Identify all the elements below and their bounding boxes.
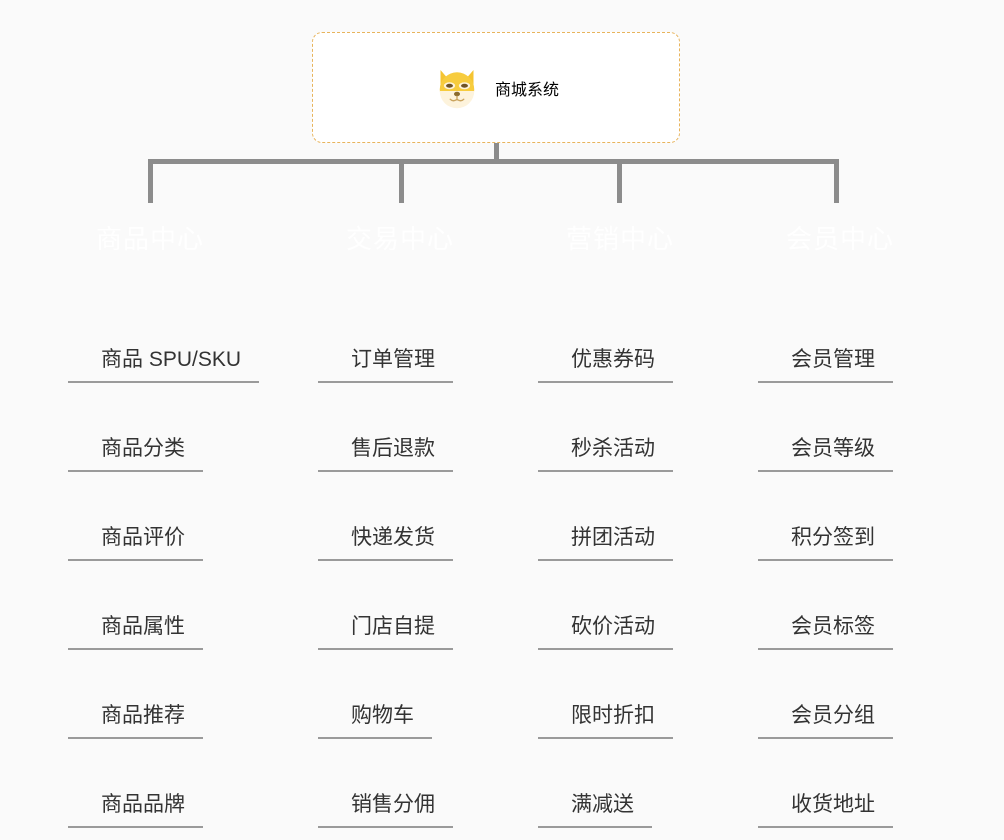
leaf-list-3: 优惠券码 秒杀活动 拼团活动 砍价活动 限时折扣 满减送 <box>527 271 713 828</box>
leaf-item[interactable]: 秒杀活动 <box>527 383 713 472</box>
dog-face-icon <box>433 64 481 112</box>
leaf-item[interactable]: 拼团活动 <box>527 472 713 561</box>
category-column-2: 交易中心 订单管理 售后退款 快递发货 门店自提 购物车 销售分佣 <box>307 203 493 828</box>
leaf-label: 会员等级 <box>758 436 893 472</box>
leaf-item[interactable]: 商品评价 <box>57 472 243 561</box>
connector-drop-1 <box>148 159 153 203</box>
category-header-1[interactable]: 商品中心 <box>95 223 204 254</box>
leaf-item[interactable]: 商品属性 <box>57 561 243 650</box>
leaf-item[interactable]: 销售分佣 <box>307 739 493 828</box>
leaf-label: 砍价活动 <box>538 614 673 650</box>
leaf-label: 商品分类 <box>68 436 203 472</box>
leaf-label: 售后退款 <box>318 436 453 472</box>
category-column-4: 会员中心 会员管理 会员等级 积分签到 会员标签 会员分组 收货地址 <box>747 203 933 828</box>
leaf-label: 积分签到 <box>758 525 893 561</box>
leaf-list-4: 会员管理 会员等级 积分签到 会员标签 会员分组 收货地址 <box>747 271 933 828</box>
leaf-label: 会员管理 <box>758 347 893 383</box>
leaf-label: 满减送 <box>538 792 652 828</box>
leaf-item[interactable]: 砍价活动 <box>527 561 713 650</box>
leaf-label: 商品评价 <box>68 525 203 561</box>
connector-horizontal-bus <box>149 159 838 164</box>
leaf-item[interactable]: 购物车 <box>307 650 493 739</box>
connector-drop-3 <box>617 159 622 203</box>
leaf-item[interactable]: 订单管理 <box>307 294 493 383</box>
leaf-item[interactable]: 售后退款 <box>307 383 493 472</box>
leaf-item[interactable]: 会员分组 <box>747 650 933 739</box>
category-header-3[interactable]: 营销中心 <box>565 223 674 254</box>
leaf-label: 门店自提 <box>318 614 453 650</box>
leaf-item[interactable]: 快递发货 <box>307 472 493 561</box>
leaf-item[interactable]: 收货地址 <box>747 739 933 828</box>
leaf-label: 拼团活动 <box>538 525 673 561</box>
root-node[interactable]: 商城系统 <box>312 32 680 143</box>
category-column-3: 营销中心 优惠券码 秒杀活动 拼团活动 砍价活动 限时折扣 满减送 <box>527 203 713 828</box>
leaf-label: 限时折扣 <box>538 703 673 739</box>
leaf-label: 购物车 <box>318 703 432 739</box>
leaf-item[interactable]: 优惠券码 <box>527 294 713 383</box>
leaf-label: 会员分组 <box>758 703 893 739</box>
leaf-item[interactable]: 会员管理 <box>747 294 933 383</box>
category-header-2[interactable]: 交易中心 <box>345 223 454 254</box>
leaf-label: 秒杀活动 <box>538 436 673 472</box>
category-column-1: 商品中心 商品 SPU/SKU 商品分类 商品评价 商品属性 商品推荐 商品品牌 <box>57 203 260 828</box>
leaf-item[interactable]: 商品推荐 <box>57 650 243 739</box>
leaf-item[interactable]: 商品品牌 <box>57 739 243 828</box>
leaf-list-2: 订单管理 售后退款 快递发货 门店自提 购物车 销售分佣 <box>307 271 493 828</box>
leaf-label: 商品品牌 <box>68 792 203 828</box>
leaf-label: 商品 SPU/SKU <box>68 347 260 383</box>
leaf-item[interactable]: 积分签到 <box>747 472 933 561</box>
category-header-4[interactable]: 会员中心 <box>785 223 894 254</box>
leaf-label: 商品属性 <box>68 614 203 650</box>
leaf-label: 快递发货 <box>318 525 453 561</box>
leaf-item[interactable]: 会员等级 <box>747 383 933 472</box>
connector-drop-4 <box>834 159 839 203</box>
leaf-list-1: 商品 SPU/SKU 商品分类 商品评价 商品属性 商品推荐 商品品牌 <box>57 271 260 828</box>
leaf-label: 订单管理 <box>318 347 453 383</box>
connector-drop-2 <box>399 159 404 203</box>
leaf-item[interactable]: 限时折扣 <box>527 650 713 739</box>
leaf-item[interactable]: 商品分类 <box>57 383 243 472</box>
leaf-item[interactable]: 门店自提 <box>307 561 493 650</box>
leaf-label: 商品推荐 <box>68 703 203 739</box>
root-title: 商城系统 <box>494 81 559 99</box>
leaf-label: 会员标签 <box>758 614 893 650</box>
leaf-label: 收货地址 <box>758 792 893 828</box>
leaf-label: 销售分佣 <box>318 792 453 828</box>
leaf-label: 优惠券码 <box>538 347 673 383</box>
leaf-item[interactable]: 满减送 <box>527 739 713 828</box>
leaf-item[interactable]: 商品 SPU/SKU <box>57 294 260 383</box>
connector-root-stem <box>494 143 499 163</box>
leaf-item[interactable]: 会员标签 <box>747 561 933 650</box>
